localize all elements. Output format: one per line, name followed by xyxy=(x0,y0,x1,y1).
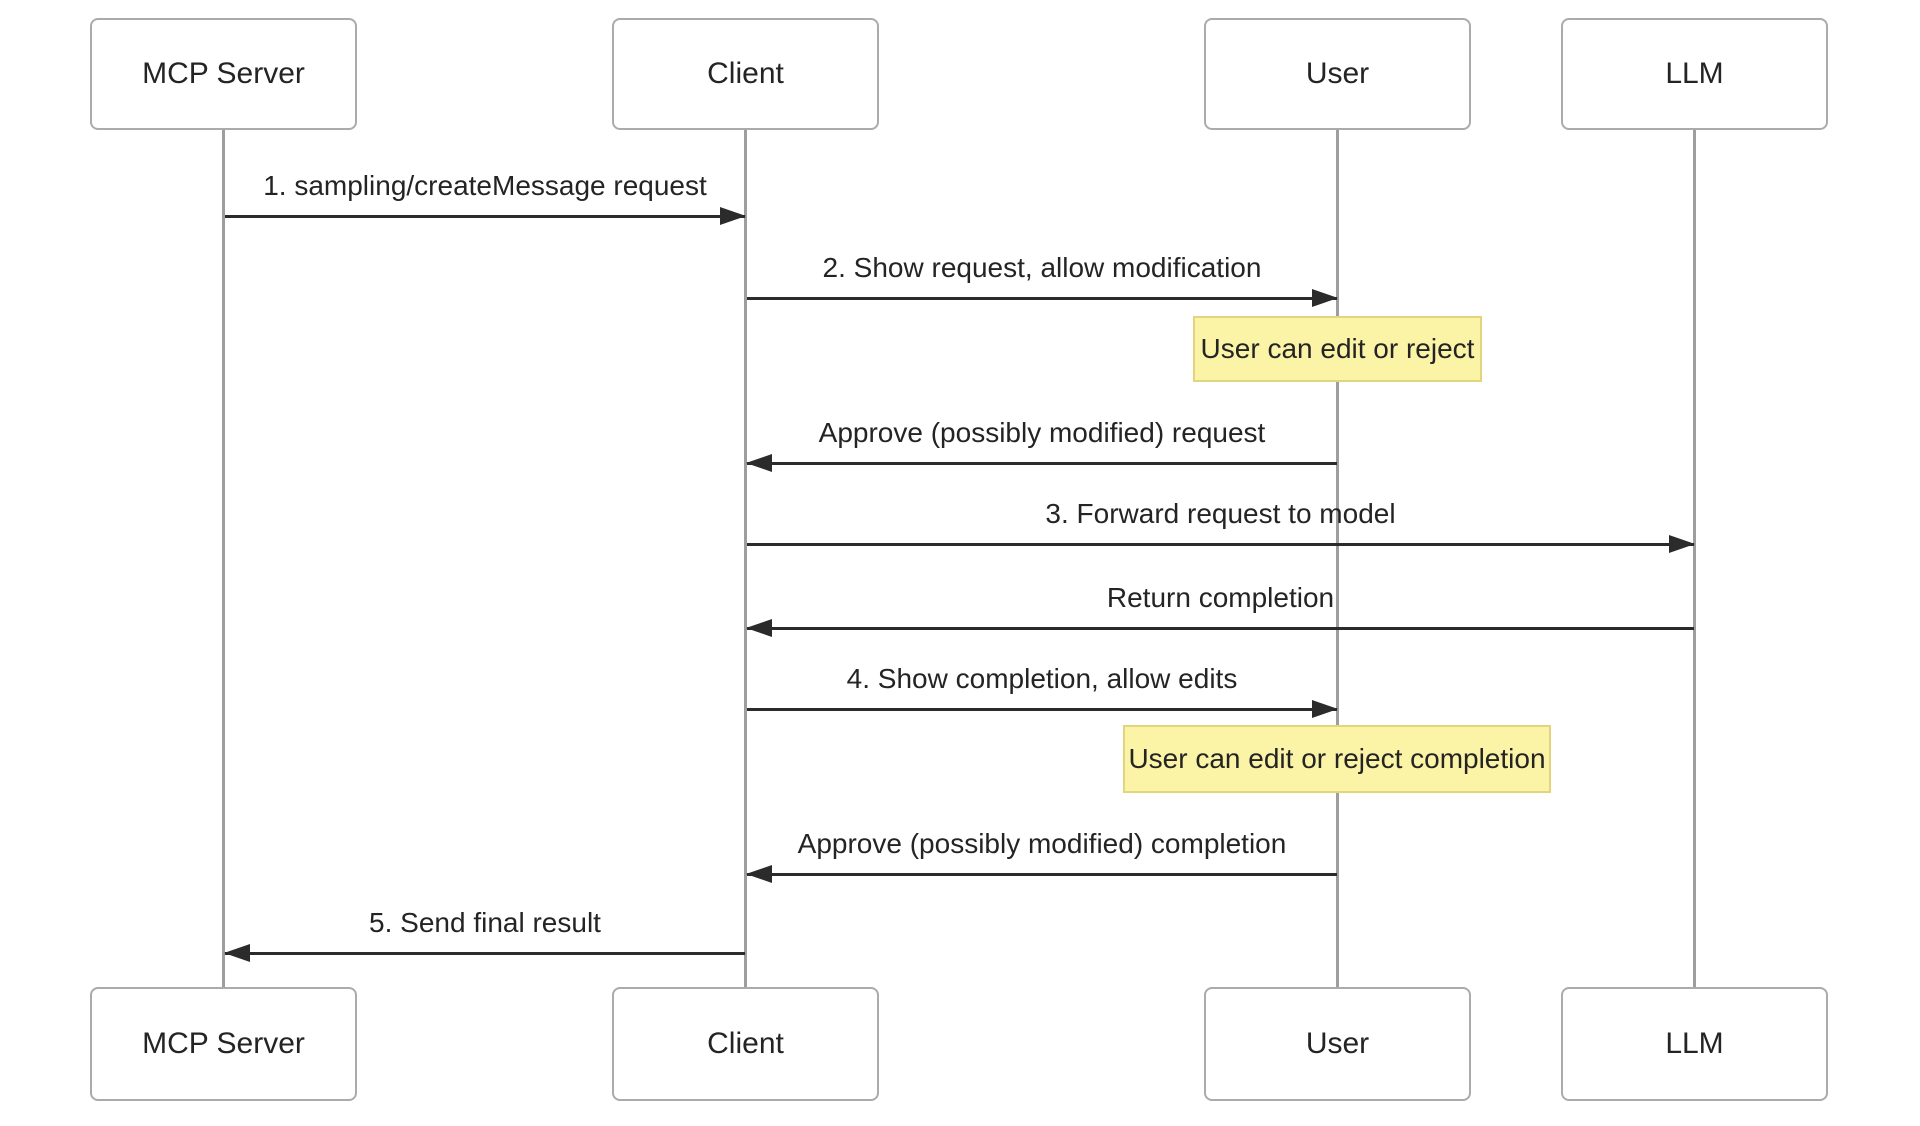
arrowhead-left-icon xyxy=(746,619,772,637)
actor-box-mcp-server-bottom: MCP Server xyxy=(90,987,357,1101)
message-forward-request: 3. Forward request to model xyxy=(747,494,1695,553)
message-label: 1. sampling/createMessage request xyxy=(263,170,707,201)
arrow-line xyxy=(747,297,1337,300)
message-return-completion: Return completion xyxy=(746,578,1694,637)
note-user-edit-reject-completion: User can edit or reject completion xyxy=(1123,725,1551,793)
message-approve-completion: Approve (possibly modified) completion xyxy=(746,824,1337,883)
actor-label: Client xyxy=(707,57,784,90)
actor-box-client-bottom: Client xyxy=(612,987,879,1101)
actor-box-llm-top: LLM xyxy=(1561,18,1828,130)
message-label: 3. Forward request to model xyxy=(1045,498,1396,529)
arrow-line xyxy=(225,215,745,218)
note-user-edit-reject: User can edit or reject xyxy=(1193,316,1482,382)
message-label: 5. Send final result xyxy=(369,907,601,938)
message-label: 2. Show request, allow modification xyxy=(822,252,1262,283)
arrowhead-right-icon xyxy=(720,207,746,225)
actor-box-user-bottom: User xyxy=(1204,987,1471,1101)
lifeline-client xyxy=(744,130,747,988)
actor-label: User xyxy=(1305,57,1370,90)
lifeline-llm xyxy=(1693,130,1696,988)
arrowhead-right-icon xyxy=(1669,535,1695,553)
actor-label: LLM xyxy=(1665,57,1724,90)
arrowhead-right-icon xyxy=(1312,700,1338,718)
actor-box-user-top: User xyxy=(1204,18,1471,130)
actor-box-client-top: Client xyxy=(612,18,879,130)
message-label: Return completion xyxy=(1106,582,1335,613)
arrow-line xyxy=(225,952,745,955)
actor-label: LLM xyxy=(1665,1027,1724,1060)
message-label: Approve (possibly modified) request xyxy=(818,417,1266,448)
actor-label: MCP Server xyxy=(142,57,305,90)
actor-label: Client xyxy=(707,1027,784,1060)
lifeline-user xyxy=(1336,130,1339,988)
message-label: 4. Show completion, allow edits xyxy=(846,663,1238,694)
arrowhead-left-icon xyxy=(746,454,772,472)
arrowhead-left-icon xyxy=(224,944,250,962)
actor-label: MCP Server xyxy=(142,1027,305,1060)
actor-box-llm-bottom: LLM xyxy=(1561,987,1828,1101)
lifeline-mcp-server xyxy=(222,130,225,988)
actor-label: User xyxy=(1305,1027,1370,1060)
note-text: User can edit or reject completion xyxy=(1128,743,1546,774)
message-approve-request: Approve (possibly modified) request xyxy=(746,413,1337,472)
arrow-line xyxy=(747,873,1337,876)
message-sampling-create-request: 1. sampling/createMessage request xyxy=(225,166,746,225)
message-label: Approve (possibly modified) completion xyxy=(797,828,1287,859)
arrow-line xyxy=(747,462,1337,465)
arrow-line xyxy=(747,543,1694,546)
arrow-line xyxy=(747,627,1694,630)
arrowhead-left-icon xyxy=(746,865,772,883)
message-show-completion: 4. Show completion, allow edits xyxy=(747,659,1338,718)
actor-box-mcp-server-top: MCP Server xyxy=(90,18,357,130)
arrow-line xyxy=(747,708,1337,711)
note-text: User can edit or reject xyxy=(1200,333,1475,364)
message-show-request: 2. Show request, allow modification xyxy=(747,248,1338,307)
arrowhead-right-icon xyxy=(1312,289,1338,307)
message-send-final-result: 5. Send final result xyxy=(224,903,745,962)
